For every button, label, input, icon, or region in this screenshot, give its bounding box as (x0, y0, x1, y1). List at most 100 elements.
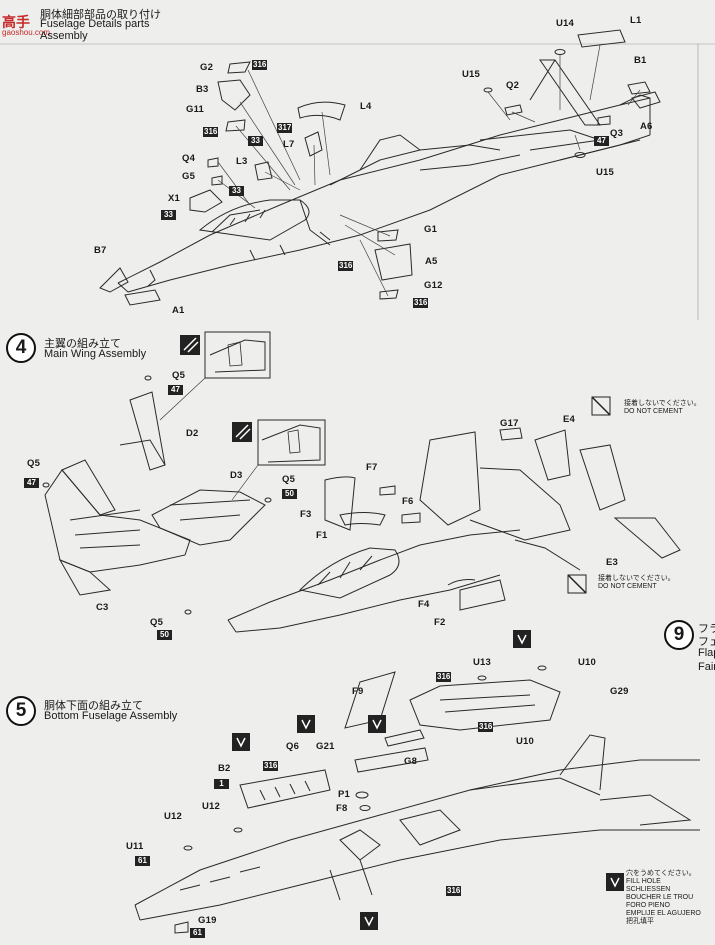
paint-code-box: 47 (24, 478, 39, 488)
part-label: Q4 (182, 153, 196, 164)
part-label: L1 (630, 15, 642, 26)
part-label: G29 (610, 686, 629, 697)
part-label: X1 (168, 193, 181, 204)
part-label: E3 (606, 557, 619, 568)
part-label: F9 (352, 686, 364, 697)
paint-code-box: 316 (446, 886, 462, 896)
part-label: B3 (196, 84, 209, 95)
paint-code-box: 316 (413, 298, 429, 308)
paint-code-box: 316 (478, 722, 494, 732)
part-label: G17 (500, 418, 519, 429)
part-label: A5 (425, 256, 438, 267)
part-label: D3 (230, 470, 243, 481)
section3-title-ja: 胴体細部部品の取り付け (40, 9, 161, 21)
paint-code-box: 316 (203, 127, 219, 137)
section9-title-ja-2: フェ (698, 636, 715, 648)
section9-title-en-2: Fair (698, 661, 715, 673)
paint-code-box: 61 (135, 856, 150, 866)
part-label: A6 (640, 121, 653, 132)
part-label: B1 (634, 55, 647, 66)
part-label: L7 (283, 139, 295, 150)
fuselage-detail-parts (99, 29, 661, 306)
paint-icon (180, 335, 252, 442)
paint-code-box: 50 (282, 489, 297, 499)
part-label: G11 (186, 104, 205, 115)
section4-title-ja: 主翼の組み立て (44, 338, 121, 350)
section3-title-en: Fuselage Details parts (40, 18, 150, 30)
bottom-fuselage-drawing (134, 665, 700, 934)
part-label: G19 (198, 915, 217, 926)
detail-callout-boxes (159, 331, 326, 501)
section4-title-en: Main Wing Assembly (44, 348, 147, 360)
note-do-not-cement-ja: 接着しないでください。 (598, 575, 675, 582)
note-fill-hole: 把孔填平 (626, 918, 654, 925)
paint-code-box: 33 (161, 210, 176, 220)
note-fill-hole: SCHLIESSEN (626, 886, 671, 893)
part-label: G12 (424, 280, 443, 291)
note-fill-hole: 穴をうめてください。 (626, 870, 696, 877)
step-number-4: 4 (6, 333, 36, 363)
section5-title-en: Bottom Fuselage Assembly (44, 710, 178, 722)
part-label: G1 (424, 224, 438, 235)
watermark-site: gaoshou.com (2, 28, 51, 37)
part-label: L4 (360, 101, 372, 112)
paint-code-box: 61 (190, 928, 205, 938)
part-label: U12 (164, 811, 183, 822)
paint-code-box: 1 (214, 779, 229, 789)
step-number-5: 5 (6, 696, 36, 726)
part-label: Q5 (282, 474, 296, 485)
part-label: U15 (462, 69, 481, 80)
part-label: C3 (96, 602, 109, 613)
paint-code-box: 316 (263, 761, 279, 771)
part-label: U10 (578, 657, 597, 668)
paint-code-box: 316 (436, 672, 452, 682)
cement-icon (232, 630, 624, 930)
aircraft-wing-assembly-drawing (227, 427, 681, 633)
part-label: F1 (316, 530, 328, 541)
paint-code-box: 316 (338, 261, 354, 271)
paint-code-box: 316 (252, 60, 268, 70)
note-fill-hole: EMPLIJE EL AGUJERO (626, 910, 701, 917)
part-label: G5 (182, 171, 196, 182)
part-label: G2 (200, 62, 214, 73)
watermark-logo: 高手 (2, 14, 30, 30)
paint-code-box: 47 (594, 136, 609, 146)
part-label: F7 (366, 462, 378, 473)
paint-code-box: 50 (157, 630, 172, 640)
part-label: U15 (596, 167, 615, 178)
note-fill-hole: FORO PIENO (626, 902, 670, 909)
part-label: U11 (126, 841, 144, 852)
section9-title-ja: フラ (698, 623, 715, 635)
part-label: U14 (556, 18, 575, 29)
part-label: E4 (563, 414, 576, 425)
part-label: L3 (236, 156, 248, 167)
note-fill-hole: FILL HOLE (626, 878, 661, 885)
part-label: F4 (418, 599, 430, 610)
section9-title-en: Flap (698, 647, 715, 659)
part-label: F8 (336, 803, 348, 814)
part-label: Q5 (150, 617, 164, 628)
part-label: U10 (516, 736, 535, 747)
part-label: B7 (94, 245, 107, 256)
part-label: F2 (434, 617, 446, 628)
paint-code-box: 317 (277, 123, 293, 133)
note-do-not-cement-en: DO NOT CEMENT (624, 408, 683, 415)
part-label: Q3 (610, 128, 624, 139)
part-label: B2 (218, 763, 231, 774)
part-label: F3 (300, 509, 312, 520)
part-label: Q5 (27, 458, 41, 469)
part-label: Q2 (506, 80, 520, 91)
note-do-not-cement-ja: 接着しないでください。 (624, 400, 701, 407)
part-label: D2 (186, 428, 199, 439)
note-do-not-cement-en: DO NOT CEMENT (598, 583, 657, 590)
section3-title-en-2: Assembly (40, 30, 88, 42)
note-fill-hole: BOUCHER LE TROU (626, 894, 694, 901)
part-label: F6 (402, 496, 414, 507)
part-label: Q5 (172, 370, 186, 381)
step-number-9: 9 (664, 620, 694, 650)
part-label: G21 (316, 741, 335, 752)
part-label: P1 (338, 789, 351, 800)
paint-code-box: 33 (229, 186, 244, 196)
wing-drawing (42, 375, 272, 615)
